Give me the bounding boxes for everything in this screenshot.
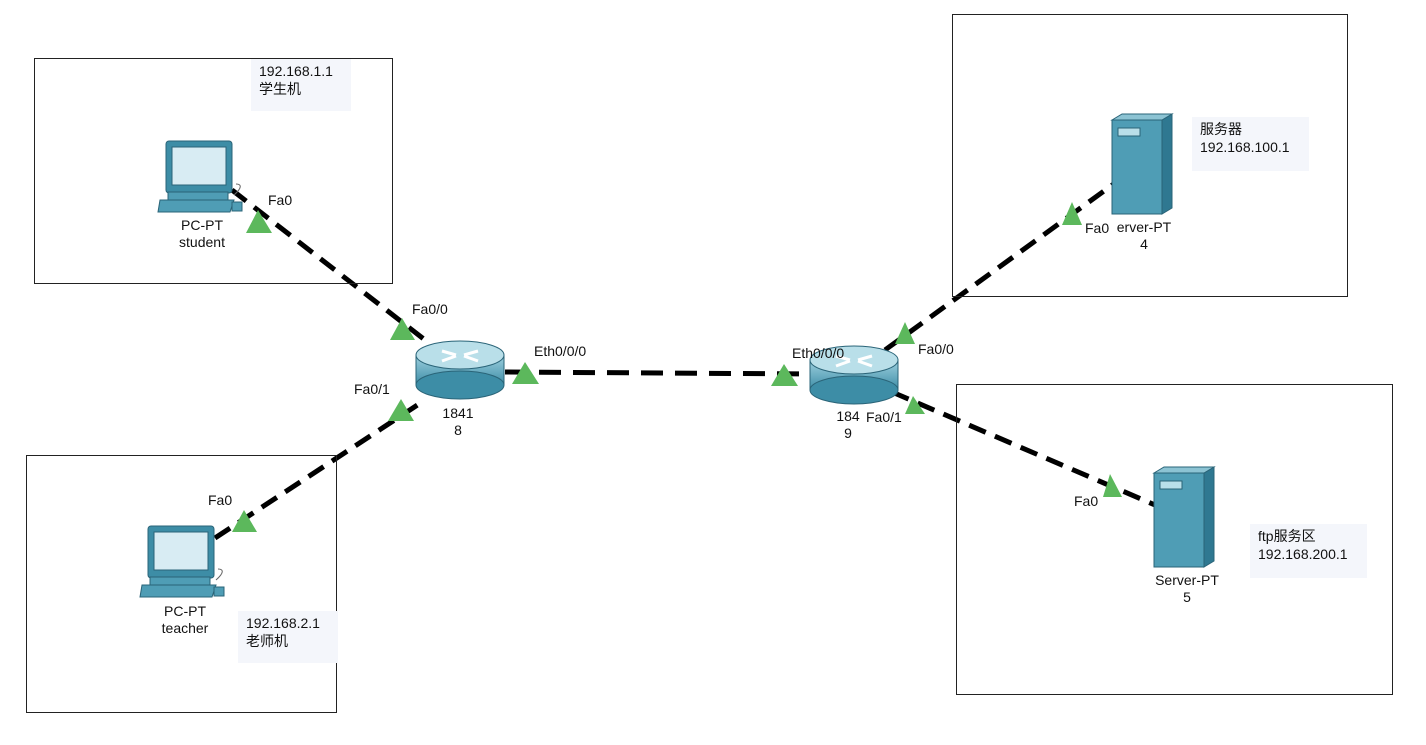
- device-label: PC-PT teacher: [135, 603, 235, 637]
- note-line: 192.168.2.1: [246, 615, 320, 631]
- device-name: 5: [1183, 589, 1191, 605]
- area-server[interactable]: [952, 14, 1348, 297]
- device-name: 8: [454, 422, 462, 438]
- note-student[interactable]: 192.168.1.1 学生机: [251, 59, 351, 111]
- port-indicator: [512, 362, 539, 384]
- device-model: PC-PT: [181, 217, 223, 233]
- port-label: Eth0/0/0: [534, 343, 587, 359]
- device-label: erver-PT 4: [1094, 219, 1194, 253]
- port-indicator: [1062, 202, 1082, 225]
- port-indicator: [895, 322, 915, 344]
- device-name: 4: [1140, 236, 1148, 252]
- note-line: 老师机: [246, 633, 288, 649]
- device-label: 1841 8: [408, 405, 508, 439]
- port-label: Fa0/0: [918, 341, 954, 357]
- area-ftp[interactable]: [956, 384, 1393, 695]
- port-indicator: [771, 364, 798, 386]
- note-line: 服务器: [1200, 121, 1242, 137]
- pc-icon[interactable]: [156, 140, 246, 216]
- port-indicator: [1103, 474, 1122, 497]
- router-icon[interactable]: [412, 335, 508, 403]
- device-model: 184: [836, 408, 860, 424]
- note-line: 192.168.100.1: [1200, 139, 1290, 155]
- device-model: 1841: [442, 405, 474, 421]
- pc-icon[interactable]: [138, 525, 228, 601]
- port-label: Fa0: [268, 192, 293, 208]
- note-server[interactable]: 服务器 192.168.100.1: [1192, 117, 1309, 171]
- device-label: PC-PT student: [152, 217, 252, 251]
- device-model: Server-PT: [1155, 572, 1219, 588]
- port-label: Fa0: [1085, 220, 1110, 236]
- note-line: 192.168.1.1: [259, 63, 333, 79]
- device-name: student: [179, 234, 225, 250]
- area-student[interactable]: [34, 58, 393, 284]
- note-line: 学生机: [259, 81, 301, 97]
- device-name: teacher: [161, 620, 209, 636]
- port-indicator: [388, 399, 414, 421]
- note-line: ftp服务区: [1258, 528, 1316, 544]
- device-model: PC-PT: [164, 603, 206, 619]
- device-model: erver-PT: [1116, 219, 1172, 235]
- device-name: 9: [844, 425, 852, 441]
- link-student-router8[interactable]: [230, 188, 427, 342]
- port-label: Eth0/0/0: [792, 345, 845, 361]
- note-line: 192.168.200.1: [1258, 546, 1348, 562]
- router-icon[interactable]: [806, 340, 902, 408]
- server-icon[interactable]: [1110, 112, 1176, 216]
- port-label: Fa0: [1074, 493, 1099, 509]
- link-router9-server4[interactable]: [883, 180, 1117, 353]
- link-teacher-router8[interactable]: [213, 397, 427, 541]
- port-label: Fa0/0: [412, 301, 448, 317]
- area-teacher[interactable]: [26, 455, 337, 713]
- port-label: Fa0/1: [354, 381, 390, 397]
- port-indicator: [246, 210, 272, 233]
- port-label: Fa0/1: [866, 409, 902, 425]
- port-indicator: [390, 318, 415, 340]
- device-label: Server-PT 5: [1137, 572, 1237, 606]
- link-router8-router9[interactable]: [504, 369, 816, 377]
- server-icon[interactable]: [1152, 465, 1218, 569]
- device-label: 184 9: [798, 408, 898, 442]
- port-indicator: [232, 510, 257, 532]
- note-teacher[interactable]: 192.168.2.1 老师机: [238, 611, 338, 663]
- note-ftp[interactable]: ftp服务区 192.168.200.1: [1250, 524, 1367, 578]
- port-label: Fa0: [208, 492, 233, 508]
- port-indicator: [905, 396, 925, 414]
